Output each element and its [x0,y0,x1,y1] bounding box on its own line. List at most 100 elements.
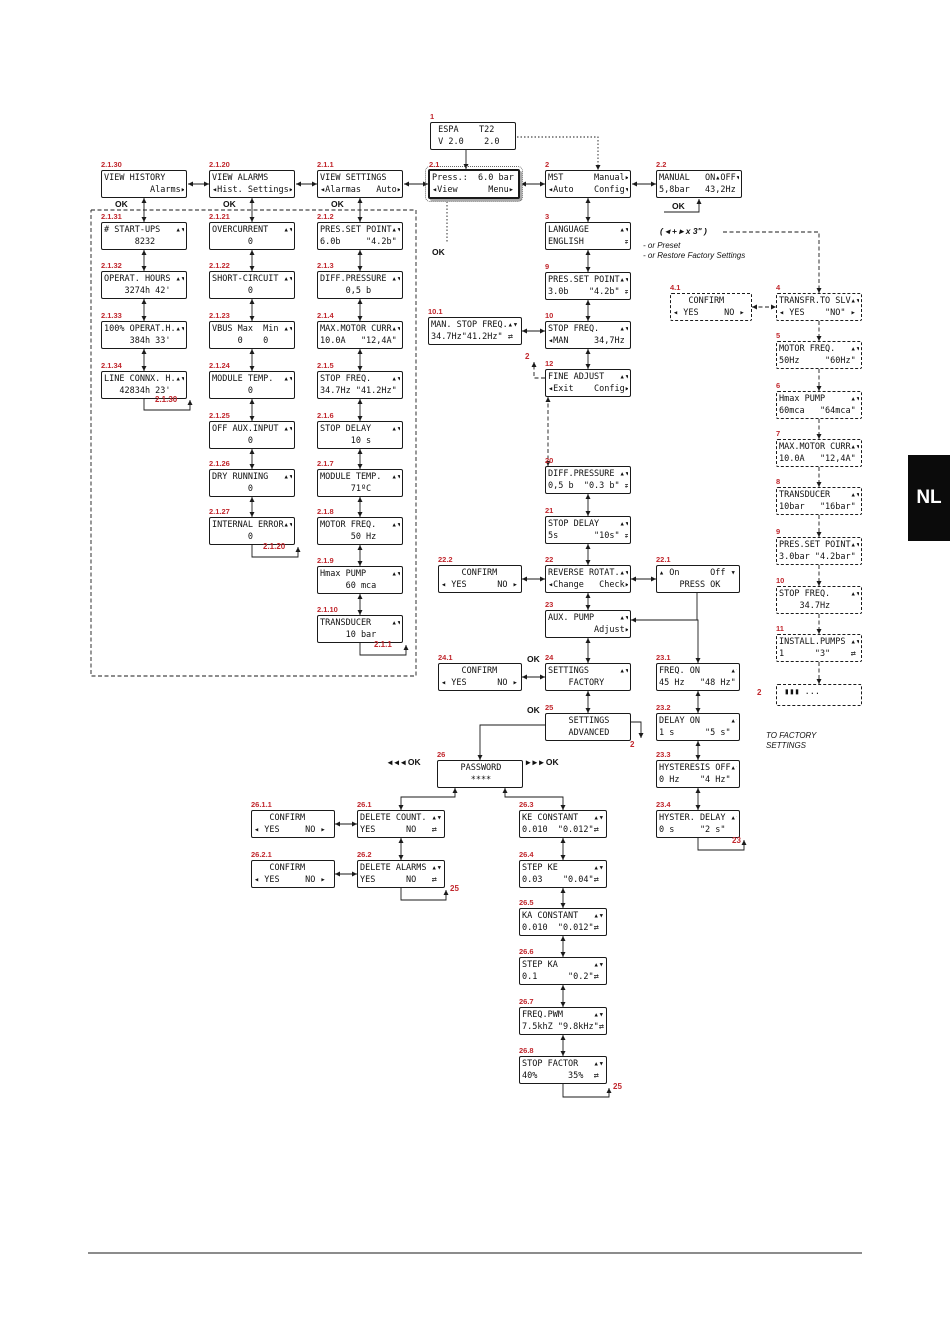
lcd-line-2: FACTORY [548,678,605,688]
lcd-line-1: DIFF.PRESSURE ▴▾ [548,469,628,479]
lcd-line-1: MOTOR FREQ. ▴▾ [779,344,859,354]
jump-label-25: 25 [450,884,459,893]
lcd-line-2: 0,5 b [320,286,372,296]
lcd-line-1: STOP FREQ. ▴▾ [320,374,400,384]
lcd-line-2: 45 Hz "48 Hz" [659,678,736,688]
jump-label-25: 25 [613,1082,622,1091]
lcd-line-1: 100% OPERAT.H.▴▾ [104,324,184,334]
annotation-note: OK [223,199,236,209]
lcd-line-2: V 2.0 2.0 [433,137,500,147]
screen-number-tag: 22.1 [656,555,671,564]
lcd-line-1: MODULE TEMP. ▴▾ [212,374,292,384]
lcd-line-1: PRES.SET POINT▴▾ [548,275,628,285]
jump-label-2: 2 [757,688,762,697]
lcd-line-1: AUX. PUMP ▴▾ [548,613,628,623]
lcd-line-1: MAX.MOTOR CURR▴▾ [320,324,400,334]
lcd-line-1: CONFIRM [441,568,498,578]
screen-number-tag: 2.2 [656,160,667,169]
lcd-line-2: ADVANCED [548,728,610,738]
screen-number-tag: 2.1.4 [317,311,334,320]
lcd-line-1: STOP DELAY ▴▾ [548,519,628,529]
screen-number-tag: 26.1.1 [251,800,272,809]
screen-number-tag: 2.1.1 [317,160,334,169]
screen-4-1: 4.1 CONFIRM◂ YES NO ▸ [670,283,752,321]
screen-number-tag: 23.4 [656,800,671,809]
lcd-line-2: YES NO ⇄ [360,875,437,885]
screen-25: 25 SETTINGS ADVANCED [545,703,631,741]
lcd-line-2: 42834h 23' [104,386,171,396]
lcd-line-2: 0 s "2 s" [659,825,726,835]
lcd-line-2: 0 [212,436,253,446]
lcd-line-2: 10 s [320,436,372,446]
lcd-line-2: ◂Exit Config▸ [548,384,628,394]
screen-22-1: 22.1▴ On Off ▾ PRESS OK [656,555,740,593]
screen-number-tag: 3 [545,212,550,221]
lcd-line-1: DELAY ON ▴▾ [659,716,737,726]
lcd-line-1: ESPA T22 [433,125,495,135]
lcd-line-1: STOP FACTOR ▴▾ [522,1059,604,1069]
screen-number-tag: 10.1 [428,307,443,316]
lcd-line-1: MST Manual▸ [548,173,628,183]
screen-number-tag: 2.1.33 [101,311,122,320]
lcd-line-2: 1 "3" ⇄ [779,649,856,659]
screen-number-tag: 26.6 [519,947,534,956]
lcd-line-1: STOP FREQ. ▴▾ [548,324,628,334]
annotation-note: ◂ ◂ ◂ OK [388,757,421,767]
lcd-line-1: TRANSDUCER ▴▾ [320,618,400,628]
language-section-tab: NL [908,455,950,541]
lcd-line-2: 3.0bar "4.2bar" [779,552,856,562]
annotation-note: - or Restore Factory Settings [643,251,746,260]
screen-2-1-31: 2.1.31# START-UPS ▴▾ 8232 [101,212,187,250]
lcd-line-1: LINE CONNX. H.▴▾ [104,374,184,384]
lcd-line-2: 384h 33' [104,336,171,346]
lcd-line-2: ◂ YES NO ▸ [441,580,518,590]
lcd-line-1: KA CONSTANT ▴▾ [522,911,604,921]
lcd-line-2: PRESS OK [659,580,721,590]
screen-number-tag: 26.7 [519,997,534,1006]
screen-number-tag: 2 [545,160,550,169]
screen-number-tag: 9 [776,527,781,536]
lcd-line-2: 3.0b "4.2b" ⇄ [548,287,628,297]
lcd-line-2: 0 [212,386,253,396]
annotation-note: OK [527,654,540,664]
screen-26-2-1: 26.2.1 CONFIRM◂ YES NO ▸ [251,850,335,888]
lcd-line-2: YES NO ⇄ [360,825,437,835]
lcd-line-1: VIEW SETTINGS [320,173,387,183]
lcd-line-1: PRES.SET POINT▴▾ [320,225,400,235]
lcd-line-1: Hmax PUMP ▴▾ [779,394,859,404]
screen-number-tag: 8 [776,477,781,486]
screen-number-tag: 12 [545,359,554,368]
lcd-line-2: 0 [212,237,253,247]
lcd-line-2: 10.0A "12,4A" [320,336,397,346]
lcd-line-1: MAX.MOTOR CURR▴▾ [779,442,859,452]
screen-number-tag: 2.1.25 [209,411,230,420]
lcd-line-1: VIEW HISTORY [104,173,166,183]
lcd-line-2: 0 [212,286,253,296]
lcd-line-1: PASSWORD [440,763,502,773]
screen-number-tag: 23 [545,600,554,609]
lcd-line-1: DELETE COUNT. ▴▾ [360,813,442,823]
screen-number-tag: 24.1 [438,653,453,662]
lcd-line-2: 10 bar [320,630,377,640]
